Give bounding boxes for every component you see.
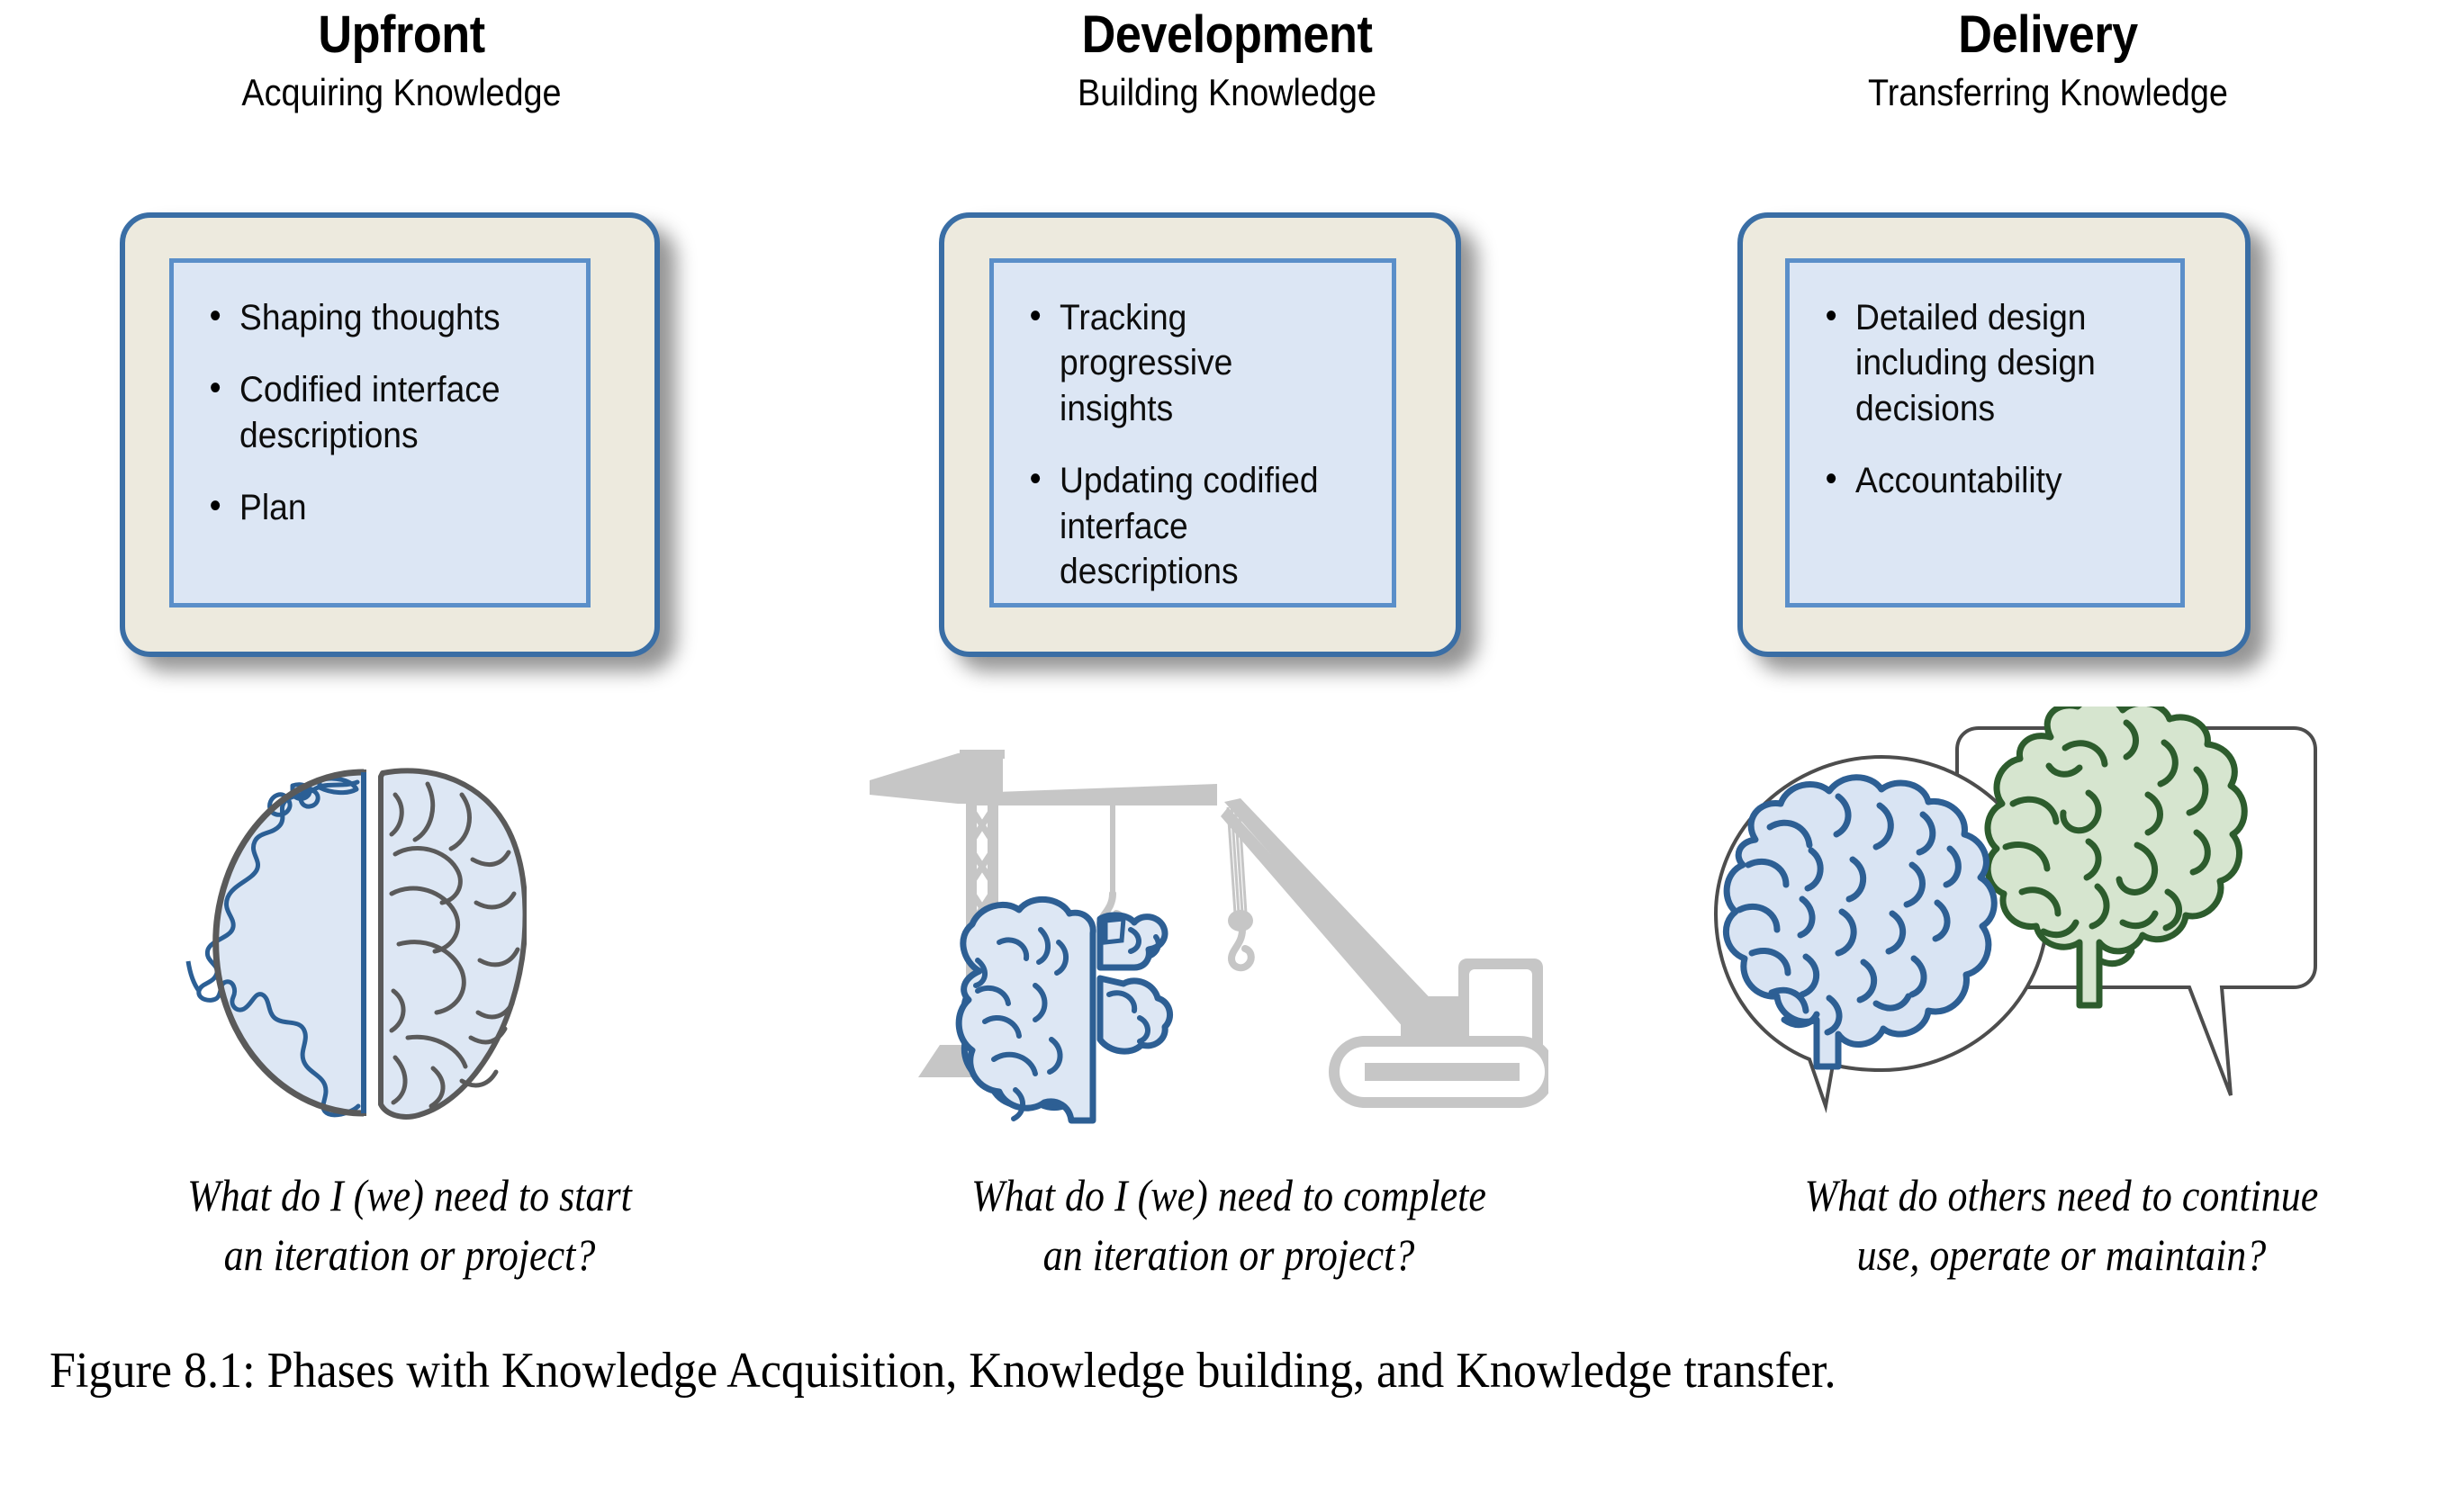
list-item: Updating codified interface descriptions	[1024, 456, 1344, 594]
question-line: What do I (we) need to start	[187, 1170, 632, 1220]
figure-caption: Figure 8.1: Phases with Knowledge Acquis…	[50, 1343, 1836, 1399]
list-item: Accountability	[1820, 456, 2134, 503]
column-subtitle: Building Knowledge	[1077, 70, 1377, 113]
column-title: Delivery	[1958, 5, 2138, 64]
question-line: What do others need to continue	[1804, 1170, 2319, 1220]
list-item: Shaping thoughts	[204, 293, 537, 340]
column-subtitle: Acquiring Knowledge	[241, 70, 562, 113]
list-item: Codified interface descriptions	[204, 365, 537, 458]
column-header-development: Development Building Knowledge	[912, 5, 1542, 113]
inner-panel-development: Tracking progressive insights Updating c…	[989, 258, 1396, 608]
content-box-delivery: Detailed design including design decisio…	[1737, 212, 2251, 657]
inner-panel-upfront: Shaping thoughts Codified interface desc…	[169, 258, 591, 608]
list-item: Detailed design including design decisio…	[1820, 293, 2134, 431]
list-item: Tracking progressive insights	[1024, 293, 1344, 431]
content-box-development: Tracking progressive insights Updating c…	[939, 212, 1461, 657]
question-development: What do I (we) need to complete an itera…	[900, 1166, 1557, 1284]
bullet-list-delivery: Detailed design including design decisio…	[1790, 263, 2180, 531]
question-line: use, operate or maintain?	[1856, 1229, 2267, 1280]
brain-blue	[1723, 774, 1998, 1070]
column-header-upfront: Upfront Acquiring Knowledge	[86, 5, 717, 113]
content-box-upfront: Shaping thoughts Codified interface desc…	[120, 212, 660, 657]
inner-panel-delivery: Detailed design including design decisio…	[1785, 258, 2185, 608]
list-item: Plan	[204, 483, 537, 530]
globe-brain-icon	[167, 742, 528, 1120]
brain-green	[1984, 695, 2248, 1009]
bullet-list-development: Tracking progressive insights Updating c…	[994, 263, 1392, 621]
column-title: Development	[1081, 5, 1373, 64]
question-line: What do I (we) need to complete	[971, 1170, 1486, 1220]
crane-brain-construction-icon	[864, 742, 1556, 1130]
column-header-delivery: Delivery Transferring Knowledge	[1733, 5, 2363, 113]
column-title: Upfront	[318, 5, 485, 64]
question-line: an iteration or project?	[223, 1229, 596, 1280]
brain-being-lifted	[955, 896, 1174, 1124]
question-line: an iteration or project?	[1042, 1229, 1415, 1280]
question-upfront: What do I (we) need to start an iteratio…	[96, 1166, 722, 1284]
column-subtitle: Transferring Knowledge	[1868, 70, 2228, 113]
two-brains-speech-bubbles-icon	[1692, 695, 2341, 1125]
question-delivery: What do others need to continue use, ope…	[1737, 1166, 2386, 1284]
bullet-list-upfront: Shaping thoughts Codified interface desc…	[174, 263, 586, 558]
